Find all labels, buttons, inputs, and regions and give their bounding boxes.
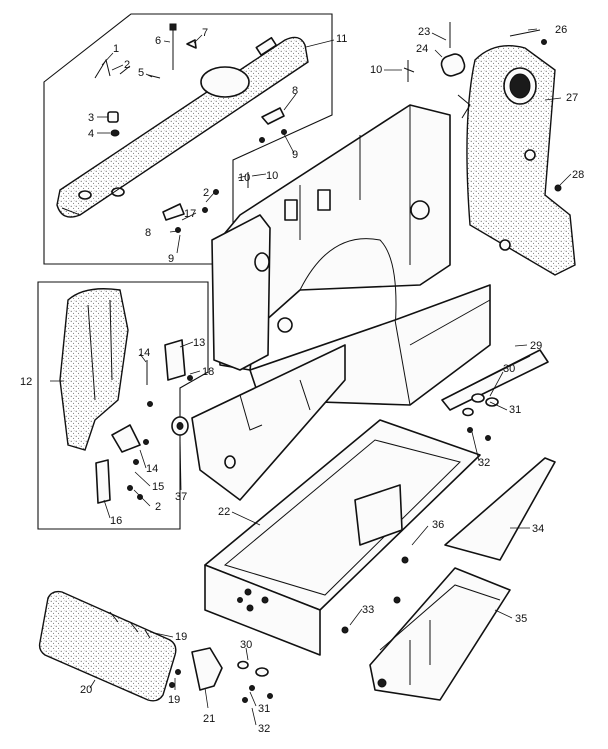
callout-31: 31 xyxy=(509,404,521,416)
callout-21: 21 xyxy=(203,713,215,725)
right-cover-small-parts xyxy=(403,22,562,192)
callout-12: 12 xyxy=(20,376,32,388)
side-cover-group-outline xyxy=(37,281,209,530)
callout-4: 4 xyxy=(88,128,94,140)
callout-35: 35 xyxy=(515,613,527,625)
callout-14-b: 14 xyxy=(146,463,158,475)
callout-23: 23 xyxy=(418,26,430,38)
light-cover xyxy=(38,590,177,702)
leader-lines xyxy=(50,28,572,726)
callout-32-b: 32 xyxy=(258,723,270,735)
callout-28: 28 xyxy=(572,169,584,181)
tray-liner xyxy=(444,457,556,561)
base-tray xyxy=(204,419,481,656)
callout-10: 10 xyxy=(266,170,278,182)
right-side-cover xyxy=(466,45,576,276)
top-cover-plate xyxy=(56,36,309,218)
callout-16: 16 xyxy=(110,515,122,527)
callout-13: 13 xyxy=(193,337,205,349)
callout-6: 6 xyxy=(155,35,161,47)
machine-head-casting xyxy=(211,104,451,371)
left-side-cover xyxy=(59,288,129,451)
callout-15: 15 xyxy=(152,481,164,493)
callout-37: 37 xyxy=(175,491,187,503)
accessory-drawer xyxy=(369,567,511,701)
nameplate xyxy=(441,349,549,411)
callout-2: 2 xyxy=(124,59,130,71)
callout-17: 17 xyxy=(184,208,196,220)
callout-26: 26 xyxy=(555,24,567,36)
callout-32: 32 xyxy=(478,457,490,469)
light-bracket xyxy=(191,647,223,691)
light-screws xyxy=(109,611,181,688)
callout-5: 5 xyxy=(138,67,144,79)
callout-8: 8 xyxy=(292,85,298,97)
callout-2-c: 2 xyxy=(155,501,161,513)
lower-bracket xyxy=(171,344,346,501)
bottom-screws xyxy=(341,556,409,634)
callout-19: 19 xyxy=(175,631,187,643)
callout-29: 29 xyxy=(530,340,542,352)
callout-3: 3 xyxy=(88,112,94,124)
callout-22: 22 xyxy=(218,506,230,518)
callout-36: 36 xyxy=(432,519,444,531)
callout-18: 18 xyxy=(202,366,214,378)
top-cover-group-outline xyxy=(43,13,333,265)
left-cover-small-parts xyxy=(95,339,193,504)
callout-7: 7 xyxy=(202,27,208,39)
callout-34: 34 xyxy=(532,523,544,535)
callout-9-b: 9 xyxy=(168,253,174,265)
callout-10-c: 10 xyxy=(370,64,382,76)
callout-10-b: 10 xyxy=(238,172,250,184)
callout-2-b: 2 xyxy=(203,187,209,199)
callout-9: 9 xyxy=(292,149,298,161)
callout-14: 14 xyxy=(138,347,150,359)
callout-8-b: 8 xyxy=(145,227,151,239)
washers-bottom xyxy=(237,660,273,703)
callout-20: 20 xyxy=(80,684,92,696)
callout-19-b: 19 xyxy=(168,694,180,706)
callout-27: 27 xyxy=(566,92,578,104)
callout-31-b: 31 xyxy=(258,703,270,715)
callout-30: 30 xyxy=(503,363,515,375)
callout-33: 33 xyxy=(362,604,374,616)
washers-right xyxy=(462,393,499,441)
callout-1: 1 xyxy=(113,43,119,55)
callout-30-b: 30 xyxy=(240,639,252,651)
callout-labels: 1 2 3 4 5 6 7 8 9 10 11 2 17 8 9 10 23 2… xyxy=(20,24,584,735)
callout-24: 24 xyxy=(416,43,428,55)
callout-11: 11 xyxy=(336,33,347,45)
